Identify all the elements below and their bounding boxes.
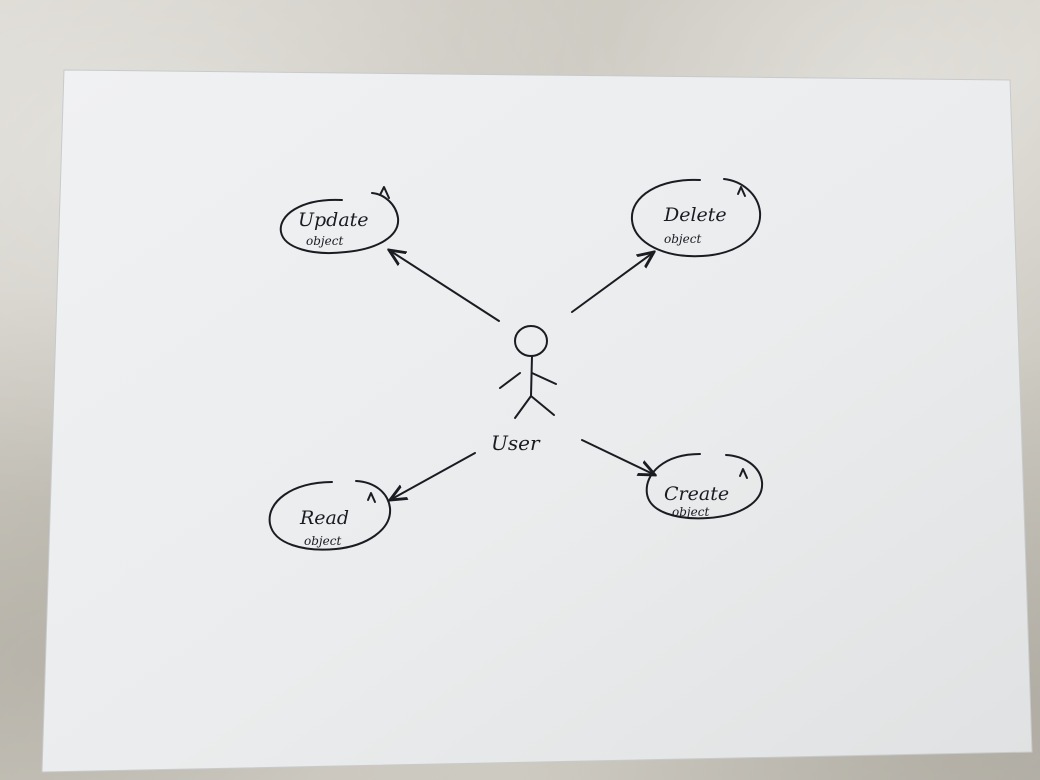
actor-head	[514, 325, 548, 357]
use-case-update-subtitle: object	[306, 234, 343, 248]
use-case-create-ellipse	[645, 453, 764, 520]
use-case-create-subtitle: object	[672, 505, 709, 519]
use-case-read-extension-mark	[367, 492, 376, 503]
use-case-read: Read object	[268, 480, 392, 551]
actor-figure: User	[491, 325, 557, 455]
association-arrow-read	[390, 452, 476, 500]
actor-arms	[499, 372, 557, 389]
use-case-create: Create object	[645, 453, 764, 520]
use-case-update-ellipse	[279, 192, 400, 254]
actor-legs	[514, 395, 555, 419]
use-case-delete: Delete object	[630, 178, 762, 258]
use-case-update: Update object	[279, 186, 400, 254]
use-case-delete-ellipse	[630, 178, 762, 258]
use-case-read-ellipse	[268, 480, 392, 551]
use-case-update-extension-mark	[379, 186, 390, 199]
use-case-read-title: Read	[299, 507, 349, 529]
association-arrow-update	[389, 250, 500, 322]
use-case-read-subtitle: object	[304, 534, 341, 548]
association-arrow-create	[581, 439, 655, 475]
actor-body	[530, 355, 533, 397]
use-case-update-title: Update	[298, 209, 369, 231]
association-arrow-delete	[571, 252, 654, 313]
actor-label: User	[491, 431, 541, 455]
use-case-create-extension-mark	[739, 468, 748, 479]
use-case-create-title: Create	[664, 483, 729, 505]
use-case-delete-subtitle: object	[664, 232, 701, 246]
use-case-delete-extension-mark	[737, 186, 746, 197]
use-case-delete-title: Delete	[663, 204, 727, 226]
